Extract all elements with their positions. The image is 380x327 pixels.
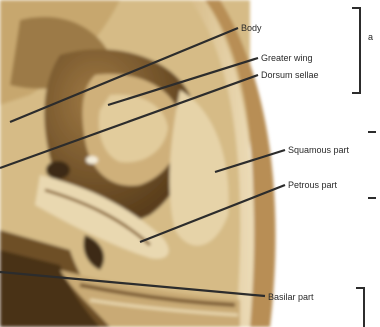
label-petrous-part: Petrous part bbox=[288, 180, 338, 190]
label-greater-wing: Greater wing bbox=[261, 53, 313, 63]
bracket-sphenoid bbox=[352, 8, 360, 93]
group-brackets bbox=[352, 8, 376, 327]
label-basilar-part: Basilar part bbox=[268, 292, 314, 302]
label-squamous-part: Squamous part bbox=[288, 145, 350, 155]
side-mark-a: a bbox=[368, 32, 373, 42]
label-body: Body bbox=[241, 23, 262, 33]
skull-illustration bbox=[0, 0, 276, 327]
label-dorsum-sellae: Dorsum sellae bbox=[261, 70, 319, 80]
bracket-occipital bbox=[356, 288, 364, 327]
